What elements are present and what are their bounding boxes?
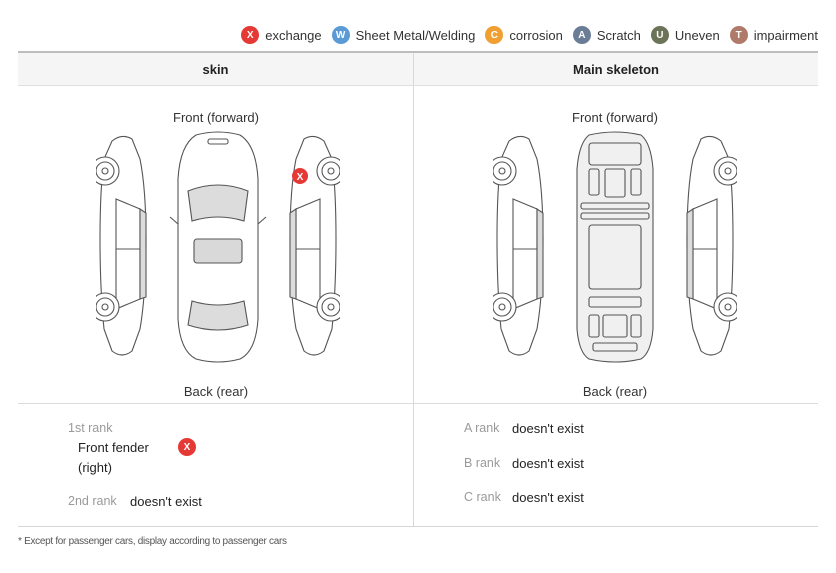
row-divider — [18, 403, 818, 404]
legend-impairment: T impairment — [729, 26, 818, 44]
footnote: * Except for passenger cars, display acc… — [18, 536, 287, 547]
legend-sheet-metal-welding: W Sheet Metal/Welding — [331, 26, 476, 44]
skin-header: skin — [202, 62, 229, 77]
part-name-line1: Front fender — [78, 440, 149, 455]
sheet-metal-welding-badge-icon: W — [331, 26, 350, 44]
skin-car-diagram: X — [96, 131, 340, 363]
frame-top-view-icon — [576, 131, 654, 363]
legend-label: Uneven — [674, 27, 720, 43]
legend-label: impairment — [753, 27, 818, 43]
legend-label: exchange — [265, 27, 322, 43]
exchange-badge-icon: X — [241, 26, 260, 44]
skeleton-car-diagram — [493, 131, 737, 363]
legend-label: Sheet Metal/Welding — [355, 27, 476, 43]
legend-exchange: X exchange — [241, 26, 322, 44]
legend-corrosion: C corrosion — [485, 26, 563, 44]
damaged-part-name: Front fender (right) — [78, 438, 168, 478]
skeleton-rank-a-label: A rank — [464, 421, 500, 435]
column-divider — [413, 53, 414, 527]
skeleton-rank-c-value: doesn't exist — [512, 490, 584, 505]
left-side-view-icon — [96, 135, 147, 356]
front-fender-right-exchange-marker[interactable]: X — [292, 168, 308, 184]
right-side-view-icon — [686, 135, 737, 356]
skeleton-rank-a-value: doesn't exist — [512, 421, 584, 436]
damage-legend: X exchange W Sheet Metal/Welding C corro… — [241, 24, 818, 46]
skeleton-back-label: Back (rear) — [582, 384, 648, 399]
scratch-badge-icon: A — [572, 26, 591, 44]
skeleton-rank-b-label: B rank — [464, 456, 501, 470]
panel-header: skin Main skeleton — [18, 53, 818, 86]
exchange-badge-icon: X — [178, 438, 196, 456]
legend-label: Scratch — [596, 27, 641, 43]
inspection-panel: skin Main skeleton Front (forward) Back … — [18, 51, 818, 527]
impairment-badge-icon: T — [729, 26, 748, 44]
skeleton-header: Main skeleton — [573, 62, 659, 77]
part-name-line2: (right) — [78, 460, 112, 475]
skin-back-label: Back (rear) — [183, 384, 249, 399]
legend-uneven: U Uneven — [650, 26, 720, 44]
skin-rank2-label: 2nd rank — [68, 494, 117, 508]
skin-rank1-label: 1st rank — [68, 421, 113, 435]
svg-text:X: X — [297, 172, 304, 183]
skin-front-label: Front (forward) — [173, 110, 259, 125]
skeleton-rank-c-label: C rank — [464, 490, 501, 504]
left-side-view-icon — [493, 135, 544, 356]
skeleton-front-label: Front (forward) — [572, 110, 658, 125]
right-side-view-icon — [289, 135, 340, 356]
skin-rank2-value: doesn't exist — [130, 494, 202, 509]
legend-scratch: A Scratch — [572, 26, 641, 44]
uneven-badge-icon: U — [650, 26, 669, 44]
legend-label: corrosion — [509, 27, 563, 43]
top-view-icon — [169, 131, 267, 363]
skeleton-rank-b-value: doesn't exist — [512, 456, 584, 471]
corrosion-badge-icon: C — [485, 26, 504, 44]
